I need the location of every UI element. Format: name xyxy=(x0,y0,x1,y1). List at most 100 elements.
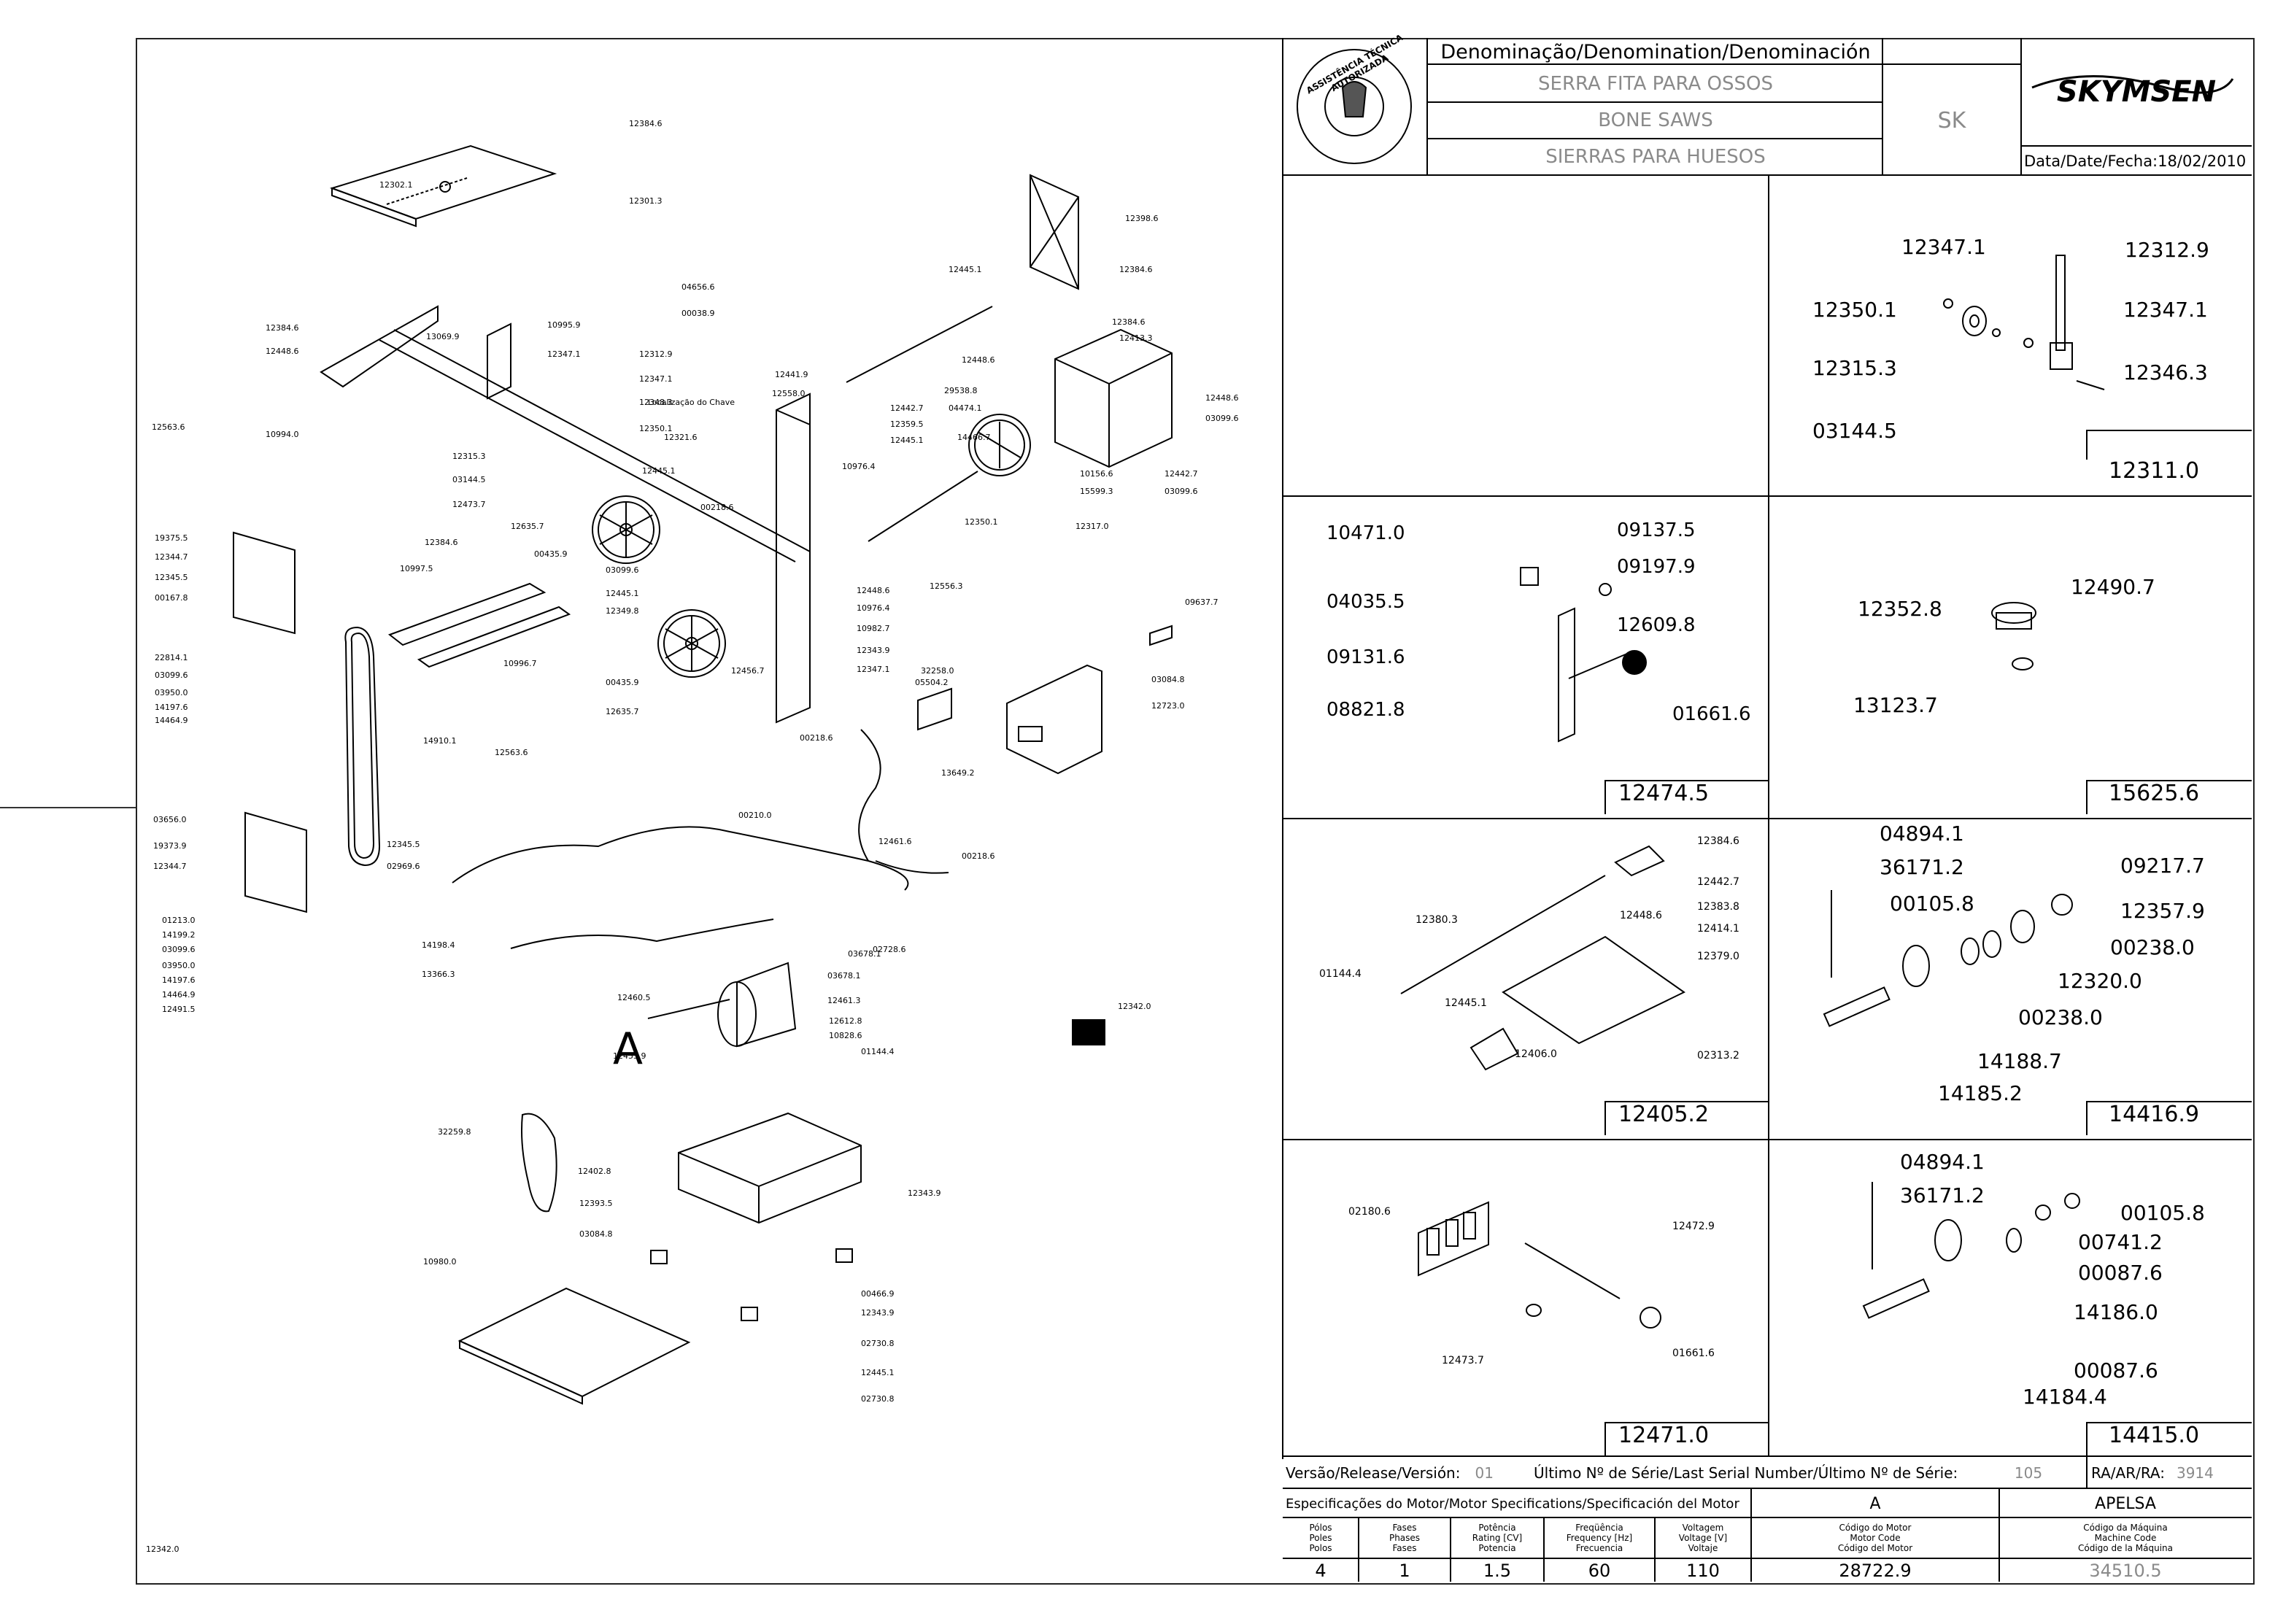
part-number-label: 12461.6 xyxy=(878,837,912,846)
part-number-label: 12359.5 xyxy=(890,419,924,429)
date-label: Data/Date/Fecha: xyxy=(2024,152,2158,170)
left-margin-tick xyxy=(0,807,136,808)
detail-label: 12312.9 xyxy=(2125,238,2209,262)
motor-spec-value: 60 xyxy=(1588,1561,1611,1581)
part-number-label: 10982.7 xyxy=(857,624,890,633)
part-number-label: 12448.6 xyxy=(1205,393,1239,403)
part-number-label: 12445.1 xyxy=(861,1368,895,1377)
motor-spec-header-line: Voltagem xyxy=(1682,1523,1724,1533)
part-number-label: 10994.0 xyxy=(266,430,299,439)
part-number-label: 01213.0 xyxy=(162,916,196,925)
part-number-label: 10976.4 xyxy=(842,462,876,471)
part-number-label: 03678.1 xyxy=(848,949,881,959)
part-number-label: 10828.6 xyxy=(829,1031,862,1040)
part-number-label: 14466.7 xyxy=(957,433,991,442)
part-number-label: Localização do Chave xyxy=(648,398,735,407)
motor-spec-value: 28722.9 xyxy=(1839,1561,1912,1581)
part-number-label: 12345.5 xyxy=(387,840,420,849)
brand-logo: SKYMSEN xyxy=(2056,75,2217,109)
part-number-label: 12448.6 xyxy=(266,347,299,356)
part-number-label: 12442.7 xyxy=(890,403,924,413)
part-number-label: 13069.9 xyxy=(426,332,460,341)
detail-label: 36171.2 xyxy=(1880,855,1964,879)
motor-callout-letter: A xyxy=(613,1024,644,1075)
panel-id-15625: 15625.6 xyxy=(2109,781,2200,806)
part-number-label: 12445.1 xyxy=(949,265,982,274)
part-number-label: 00435.9 xyxy=(606,678,639,687)
part-number-label: 12635.7 xyxy=(511,522,544,531)
part-number-label: 02969.6 xyxy=(387,862,420,871)
authorized-service-seal xyxy=(1297,49,1412,164)
part-number-label: 14464.9 xyxy=(155,716,188,725)
part-number-label: 00218.6 xyxy=(700,503,734,512)
part-number-label: 03099.6 xyxy=(606,565,639,575)
part-number-label: 12342.0 xyxy=(1118,1002,1151,1011)
drawing-sheet xyxy=(136,38,2255,1585)
serial-value: 105 xyxy=(2014,1464,2043,1482)
part-number-label: 12460.5 xyxy=(617,993,651,1002)
detail-label: 00105.8 xyxy=(1890,892,1974,916)
part-number-label: 12344.7 xyxy=(153,862,187,871)
detail-label: 00087.6 xyxy=(2078,1261,2163,1285)
motor-spec-header-line: Frequency [Hz] xyxy=(1566,1533,1633,1543)
ra-row: RA/AR/RA: 3914 xyxy=(2091,1459,2214,1487)
motor-spec-header-line: Rating [CV] xyxy=(1472,1533,1523,1543)
detail-label: 13123.7 xyxy=(1853,693,1938,717)
part-number-label: 03950.0 xyxy=(155,688,188,697)
part-number-label: 10980.0 xyxy=(423,1257,457,1267)
detail-label: 36171.2 xyxy=(1900,1183,1985,1207)
part-number-label: 13366.3 xyxy=(422,970,455,979)
part-number-label: 12398.6 xyxy=(1125,214,1159,223)
manufacturer: APELSA xyxy=(2095,1494,2156,1513)
part-number-label: 12312.9 xyxy=(639,349,673,359)
detail-label: 14186.0 xyxy=(2074,1300,2158,1324)
detail-label: 03144.5 xyxy=(1812,419,1897,443)
detail-label: 12473.7 xyxy=(1442,1355,1484,1366)
motor-spec-header-line: Frecuencia xyxy=(1575,1543,1623,1553)
detail-label: 12442.7 xyxy=(1697,876,1739,888)
part-number-label: 09637.7 xyxy=(1185,598,1219,607)
detail-label: 12347.1 xyxy=(1901,235,1986,259)
part-number-label: 12413.3 xyxy=(1119,333,1153,343)
part-number-label: 14910.1 xyxy=(423,736,457,746)
version-label: Versão/Release/Versión: xyxy=(1286,1464,1461,1482)
part-number-label: 12342.0 xyxy=(146,1544,179,1554)
motor-spec-value: 34510.5 xyxy=(2089,1561,2162,1581)
part-number-label: 14197.6 xyxy=(155,703,188,712)
part-number-label: 05504.2 xyxy=(915,678,949,687)
detail-label: 12379.0 xyxy=(1697,951,1739,962)
part-number-label: 12384.6 xyxy=(629,119,663,128)
motor-spec-header-line: Pólos xyxy=(1309,1523,1332,1533)
version-row: Versão/Release/Versión: 01 xyxy=(1286,1459,1494,1487)
motor-spec-header-line: Phases xyxy=(1389,1533,1421,1543)
part-number-label: 29538.8 xyxy=(944,386,978,395)
detail-label: 04894.1 xyxy=(1880,821,1964,846)
part-number-label: 12384.6 xyxy=(425,538,458,547)
detail-label: 14188.7 xyxy=(1977,1049,2062,1073)
motor-spec-header-line: Código del Motor xyxy=(1837,1543,1913,1553)
part-number-label: 12315.3 xyxy=(452,452,486,461)
detail-label: 12320.0 xyxy=(2058,969,2142,993)
part-number-label: 12441.9 xyxy=(775,370,808,379)
motor-spec-header-line: Polos xyxy=(1309,1543,1332,1553)
detail-label: 08821.8 xyxy=(1326,699,1405,721)
skymsen-logo-swoosh xyxy=(2031,75,2234,94)
motor-spec-header-line: Freqüência xyxy=(1575,1523,1623,1533)
detail-label: 14185.2 xyxy=(1938,1081,2023,1105)
part-number-label: 12445.1 xyxy=(890,436,924,445)
motor-spec-header-line: Voltaje xyxy=(1688,1543,1718,1553)
part-number-label: 12302.1 xyxy=(379,180,413,190)
part-number-label: 12402.8 xyxy=(578,1167,611,1176)
motor-spec-value: 1 xyxy=(1399,1561,1410,1581)
detail-label: 12350.1 xyxy=(1812,298,1897,322)
part-number-label: 04656.6 xyxy=(681,282,715,292)
ra-value: 3914 xyxy=(2176,1464,2214,1482)
detail-label: 02180.6 xyxy=(1348,1206,1391,1218)
motor-spec-value: 110 xyxy=(1686,1561,1720,1581)
part-number-label: 00167.8 xyxy=(155,593,188,603)
part-number-label: 03678.1 xyxy=(827,971,861,981)
part-number-label: 02728.6 xyxy=(873,945,906,954)
detail-label: 01661.6 xyxy=(1672,1347,1715,1359)
